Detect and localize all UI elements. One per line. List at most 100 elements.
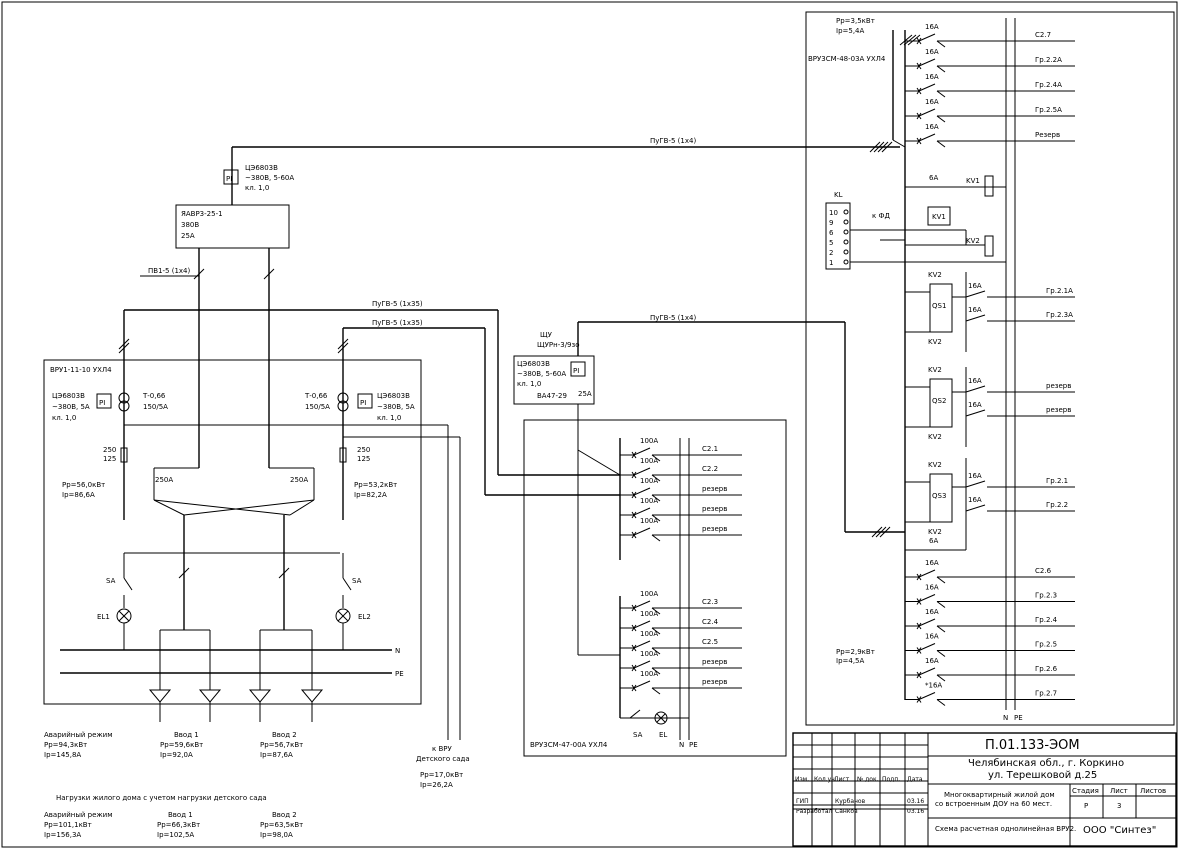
vru48-bot-tail-3: [936, 650, 946, 657]
vru48-bot-amp-3: 16А: [925, 633, 939, 641]
vru48-bot-name-4: Гр.2.6: [1035, 665, 1058, 673]
vru47-g1-breaker-4: [633, 527, 651, 536]
vru47-g1-tail-0: [651, 454, 661, 462]
vru48-bot-amp-2: 16А: [925, 608, 939, 616]
vru47-g2-tail-1: [651, 627, 661, 635]
vru47-g2-name-1: С2.4: [702, 618, 719, 626]
vru47-sa: SA: [633, 731, 643, 739]
kg-in2-p: Рр=63,5кВт: [260, 821, 303, 829]
to-vru-p: Рр=17,0кВт: [420, 771, 463, 779]
vru48-bot-breaker-4: [918, 667, 936, 676]
vru47-g1-name-4: резерв: [702, 525, 727, 533]
fuse-left-b: 125: [103, 455, 116, 463]
with-kg-title: Нагрузки жилого дома с учетом нагрузки д…: [56, 794, 267, 802]
stamp-sheet-hdr: Лист: [1110, 787, 1128, 795]
kl-terminal-dot-1: [843, 219, 849, 225]
qs-kv-bot-2: KV2: [928, 528, 942, 536]
input-loads: Аварийный режим Рр=94,3кВт Iр=145,8А Вво…: [44, 731, 470, 839]
vru47-title: ВРУ3СМ-47-00А УХЛ4: [530, 741, 608, 749]
vru48-top-name-4: Резерв: [1035, 131, 1060, 139]
kfd-label: к ФД: [872, 212, 890, 220]
vru47-g2-amp-0: 100А: [640, 590, 658, 598]
vru1-ct-left-ratio: 150/5А: [143, 403, 168, 411]
vru48-bot-breaker-0: [918, 569, 936, 578]
to-vru-i: Iр=26,2А: [420, 781, 453, 789]
kl-terminal-2: 6: [829, 229, 834, 237]
vru47-g2-breaker-x2-1: [631, 624, 637, 632]
shu-meter: ЦЭ6803В: [517, 360, 550, 368]
vru48-bot-name-2: Гр.2.4: [1035, 616, 1058, 624]
vru47-g2-amp-3: 100А: [640, 650, 658, 658]
vru1-meter-left-model: ЦЭ6803В: [52, 392, 85, 400]
emergency-p: Рр=94,3кВт: [44, 741, 87, 749]
top-feeder: ПуГВ-5 (1х4) PI ЦЭ6803В ~380В, 5-60А кл.…: [140, 137, 900, 468]
vru48-pp-bot: Рр=2,9кВт: [836, 648, 875, 656]
vru48-top-breaker-x2-0: [916, 37, 922, 45]
qs-amp-2-1: 16А: [968, 496, 982, 504]
vru48-bot-name-5: Гр.2.7: [1035, 690, 1057, 698]
vru48-bot-breaker-2: [918, 618, 936, 627]
vru1-frame: [43, 359, 422, 705]
vru48-top-name-2: Гр.2.4А: [1035, 81, 1062, 89]
sa-left: SA: [106, 577, 116, 585]
stamp-code: П.01.133-ЭОМ: [985, 738, 1080, 753]
kv2-label: KV2: [966, 237, 980, 245]
stamp-street: ул. Терешковой д.25: [988, 770, 1097, 781]
emergency-label: Аварийный режим: [44, 731, 113, 739]
qs-name-2-1: Гр.2.2: [1046, 501, 1068, 509]
vru47-g1-breaker-x2-2: [631, 491, 637, 499]
emergency-i: Iр=145,8А: [44, 751, 81, 759]
vru48-bot-amp-1: 16А: [925, 584, 939, 592]
vru48-bot-amp-5: *16А: [925, 682, 942, 690]
vru47-g2-breaker-2: [633, 640, 651, 649]
qs-line-brk-2-1: [965, 504, 986, 512]
vru48-n: N: [1003, 714, 1008, 722]
vru47-g1-breaker-2: [633, 487, 651, 496]
vru47-g2-name-2: С2.5: [702, 638, 718, 646]
kl-terminal-dot-3: [843, 239, 849, 245]
vru48-bot-amp-0: 16А: [925, 559, 939, 567]
kl-terminal-0: 10: [829, 209, 838, 217]
vru47-g2-tail-2: [651, 647, 661, 655]
vru1-title: ВРУ1-11-10 УХЛ4: [50, 366, 112, 374]
vru1-pe: PE: [395, 670, 404, 678]
stamp-object-1: Многоквартирный жилой дом: [944, 791, 1055, 799]
vru1-panel: ПуГВ-5 (1х35) ПуГВ-5 (1х35) ВРУ1-11-10 У…: [43, 300, 620, 740]
in2-label: Ввод 2: [272, 731, 297, 739]
kg-emergency-i: Iр=156,3А: [44, 831, 81, 839]
qs-name-0-1: Гр.2.3А: [1046, 311, 1073, 319]
stamp-header-2: Лист: [834, 776, 850, 783]
kl-label: KL: [834, 191, 843, 199]
vru47-g2-amp-1: 100А: [640, 610, 658, 618]
stamp-date-0: 03.16: [907, 798, 924, 805]
meter-top-spec: ~380В, 5-60А: [245, 174, 294, 182]
vru48-bot-breaker-5: [918, 692, 936, 700]
vru47-g2-name-4: резерв: [702, 678, 727, 686]
stamp-role-0: ГИП: [796, 798, 809, 805]
vru47-g2-breaker-1: [633, 620, 651, 629]
kg-in2-i: Iр=98,0А: [260, 831, 293, 839]
vru48-bot-amp-4: 16А: [925, 657, 939, 665]
qs-amp-0-0: 16А: [968, 282, 982, 290]
vru47-g2-breaker-x2-4: [631, 684, 637, 692]
vru48-top-amp-4: 16А: [925, 123, 939, 131]
qs-label-2: QS3: [932, 492, 946, 500]
qs-name-2-0: Гр.2.1: [1046, 477, 1068, 485]
in2-i: Iр=87,6А: [260, 751, 293, 759]
shu-class: кл. 1,0: [517, 380, 541, 388]
vru48-bot-breaker-3: [918, 643, 936, 651]
vru1-meter-right-model: ЦЭ6803В: [377, 392, 410, 400]
vru1-load-left-i: Iр=86,6А: [62, 491, 95, 499]
kg-emergency-label: Аварийный режим: [44, 811, 113, 819]
vru48-top-breaker-1: [918, 58, 936, 67]
vru47-g1-amp-2: 100А: [640, 477, 658, 485]
vru48-top-name-3: Гр.2.5А: [1035, 106, 1062, 114]
vru47-g1-breaker-x2-4: [631, 531, 637, 539]
vru1-meter-left-spec: ~380В, 5А: [52, 403, 90, 411]
vru47-g1-breaker-x2-1: [631, 471, 637, 479]
vru48-top-name-0: С2.7: [1035, 31, 1051, 39]
vru47-g1-amp-3: 100А: [640, 497, 658, 505]
vru47-g2-breaker-x2-0: [631, 604, 637, 612]
vru48-top-tail-4: [936, 140, 946, 148]
